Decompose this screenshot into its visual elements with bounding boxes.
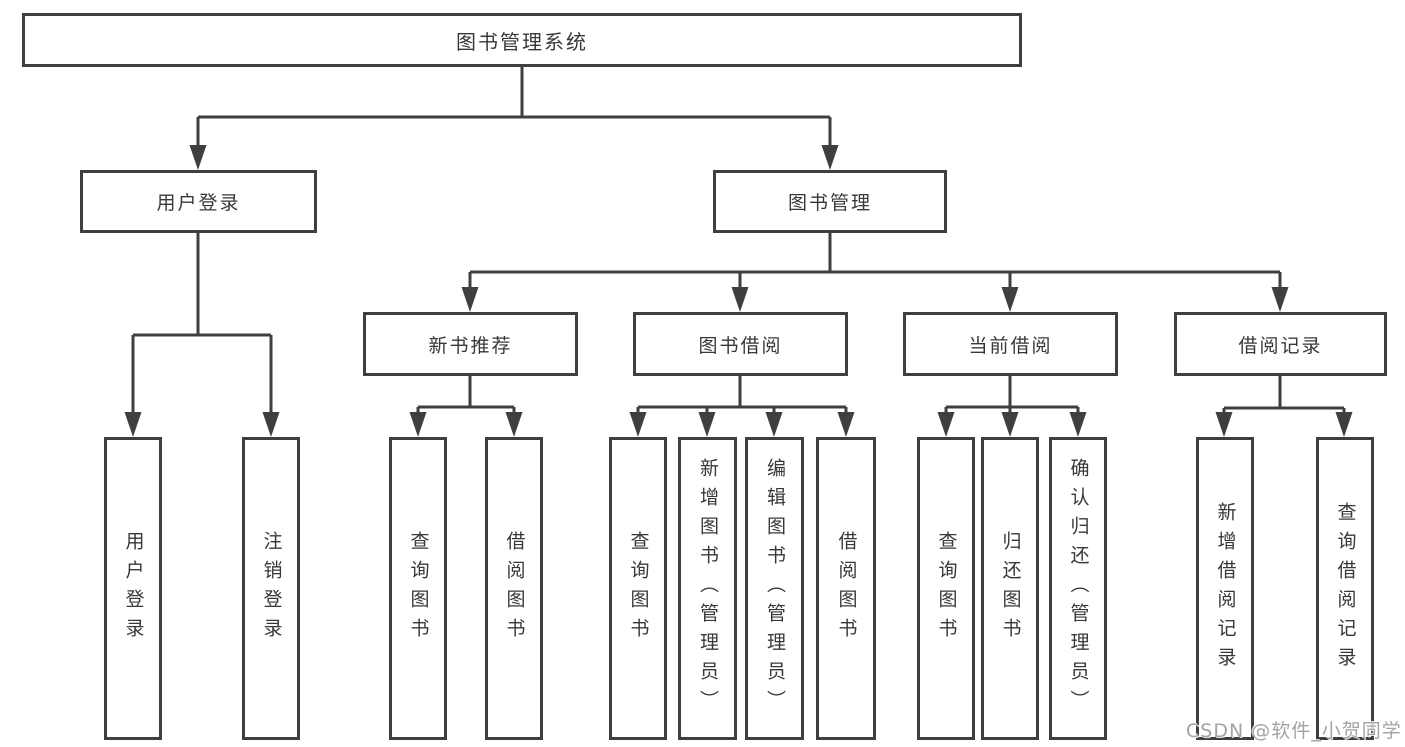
arrowhead-down-icon — [262, 412, 280, 437]
leaf-borrow-edit-book-admin: 编辑图书（管理员） — [745, 437, 804, 740]
node-root-label: 图书管理系统 — [456, 29, 588, 54]
node-current-borrow: 当前借阅 — [903, 312, 1118, 376]
leaf-logout-label: 注销登录 — [260, 530, 283, 647]
arrowhead-down-icon — [731, 287, 749, 312]
leaf-record-add-borrow-record-label: 新增借阅记录 — [1214, 501, 1237, 676]
leaf-record-add-borrow-record: 新增借阅记录 — [1196, 437, 1254, 740]
node-book-borrow-label: 图书借阅 — [698, 334, 783, 357]
leaf-current-query-book-label: 查询图书 — [935, 530, 958, 647]
arrowhead-down-icon — [189, 145, 207, 170]
arrowhead-down-icon — [821, 145, 839, 170]
leaf-borrow-add-book-admin-label: 新增图书（管理员） — [696, 458, 719, 719]
leaf-borrow-query-book-label: 查询图书 — [627, 530, 650, 647]
node-user-login-label: 用户登录 — [156, 192, 241, 214]
leaf-record-query-borrow-record: 查询借阅记录 — [1316, 437, 1374, 740]
arrowhead-down-icon — [765, 412, 783, 437]
leaf-current-return-book-label: 归还图书 — [999, 530, 1022, 647]
arrowhead-down-icon — [1335, 412, 1353, 437]
arrowhead-down-icon — [1215, 412, 1233, 437]
leaf-user-login: 用户登录 — [104, 437, 162, 740]
node-root: 图书管理系统 — [22, 13, 1022, 67]
leaf-logout: 注销登录 — [242, 437, 300, 740]
node-borrow-record: 借阅记录 — [1174, 312, 1387, 376]
watermark: CSDN @软件_小贺同学 — [1186, 720, 1402, 742]
leaf-borrow-borrow-book: 借阅图书 — [816, 437, 876, 740]
arrowhead-down-icon — [1271, 287, 1289, 312]
arrowhead-down-icon — [937, 412, 955, 437]
arrowhead-down-icon — [629, 412, 647, 437]
node-book-management: 图书管理 — [713, 170, 947, 233]
node-book-borrow: 图书借阅 — [633, 312, 848, 376]
leaf-recommend-borrow-book: 借阅图书 — [485, 437, 543, 740]
leaf-recommend-borrow-book-label: 借阅图书 — [503, 530, 526, 647]
node-current-borrow-label: 当前借阅 — [968, 334, 1053, 357]
node-new-book-recommend-label: 新书推荐 — [428, 334, 513, 357]
node-borrow-record-label: 借阅记录 — [1238, 334, 1323, 357]
arrowhead-down-icon — [1069, 412, 1087, 437]
node-user-login: 用户登录 — [80, 170, 317, 233]
leaf-current-confirm-return-admin-label: 确认归还（管理员） — [1067, 458, 1090, 719]
node-book-management-label: 图书管理 — [787, 192, 872, 214]
arrowhead-down-icon — [698, 412, 716, 437]
arrowhead-down-icon — [1001, 412, 1019, 437]
arrowhead-down-icon — [505, 412, 523, 437]
arrowhead-down-icon — [461, 287, 479, 312]
leaf-borrow-edit-book-admin-label: 编辑图书（管理员） — [763, 458, 786, 719]
arrowhead-down-icon — [409, 412, 427, 437]
leaf-recommend-query-book: 查询图书 — [389, 437, 447, 740]
leaf-current-confirm-return-admin: 确认归还（管理员） — [1049, 437, 1107, 740]
leaf-record-query-borrow-record-label: 查询借阅记录 — [1334, 501, 1357, 676]
leaf-current-query-book: 查询图书 — [917, 437, 975, 740]
leaf-user-login-label: 用户登录 — [122, 530, 145, 647]
node-new-book-recommend: 新书推荐 — [363, 312, 578, 376]
arrowhead-down-icon — [124, 412, 142, 437]
arrowhead-down-icon — [837, 412, 855, 437]
leaf-borrow-query-book: 查询图书 — [609, 437, 667, 740]
leaf-current-return-book: 归还图书 — [981, 437, 1039, 740]
leaf-borrow-add-book-admin: 新增图书（管理员） — [678, 437, 737, 740]
leaf-recommend-query-book-label: 查询图书 — [407, 530, 430, 647]
leaf-borrow-borrow-book-label: 借阅图书 — [835, 530, 858, 647]
arrowhead-down-icon — [1001, 287, 1019, 312]
